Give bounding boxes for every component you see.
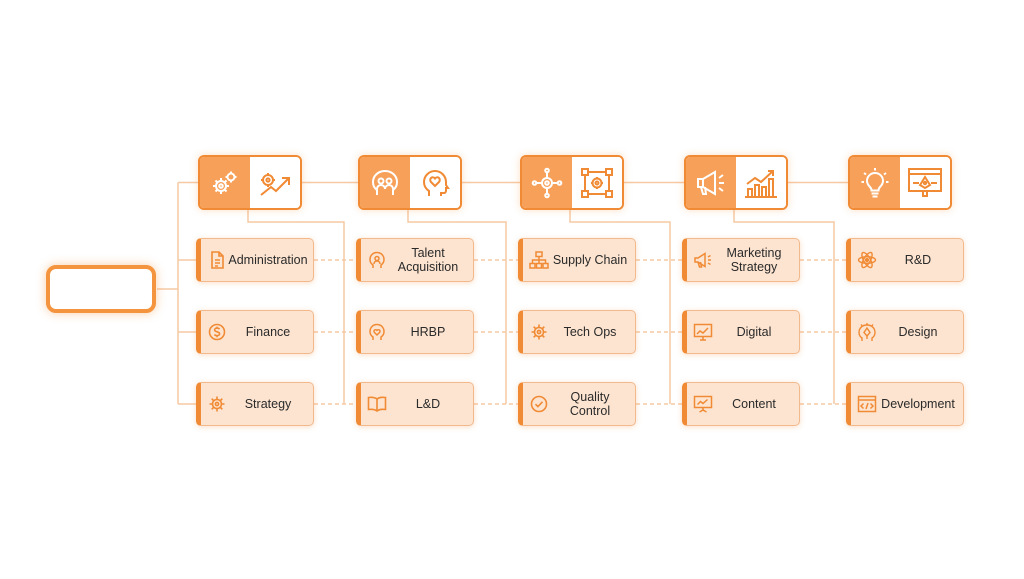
gears-icon <box>200 157 250 208</box>
card-finance[interactable]: Finance <box>196 310 314 354</box>
people-in-head-icon <box>360 157 410 208</box>
code-window-icon <box>857 394 877 414</box>
column-1-header <box>198 155 302 210</box>
card-r-and-d[interactable]: R&D <box>846 238 964 282</box>
lightbulb-icon <box>850 157 900 208</box>
card-administration[interactable]: Administration <box>196 238 314 282</box>
card-label: Finance <box>245 325 291 339</box>
presentation-icon <box>693 394 713 414</box>
card-quality-control[interactable]: Quality Control <box>518 382 636 426</box>
card-content[interactable]: Content <box>682 382 800 426</box>
gear-flow-icon <box>572 157 622 208</box>
column-4-header <box>684 155 788 210</box>
card-hrbp[interactable]: HRBP <box>356 310 474 354</box>
check-circle-icon <box>529 394 549 414</box>
head-person-icon <box>367 250 387 270</box>
card-label: Strategy <box>244 397 292 411</box>
card-talent-acquisition[interactable]: Talent Acquisition <box>356 238 474 282</box>
card-label: HRBP <box>410 325 446 339</box>
card-design[interactable]: Design <box>846 310 964 354</box>
card-label: L&D <box>415 397 441 411</box>
document-icon <box>207 250 227 270</box>
hierarchy-icon <box>529 250 549 270</box>
card-label: Talent Acquisition <box>397 246 459 274</box>
card-tech-ops[interactable]: Tech Ops <box>518 310 636 354</box>
dollar-coin-icon <box>207 322 227 342</box>
card-label: Marketing Strategy <box>726 246 782 274</box>
column-3-header <box>520 155 624 210</box>
atom-icon <box>857 250 877 270</box>
card-label: Tech Ops <box>563 325 617 339</box>
card-l-and-d[interactable]: L&D <box>356 382 474 426</box>
card-digital[interactable]: Digital <box>682 310 800 354</box>
gear-icon <box>529 322 549 342</box>
card-label: Digital <box>736 325 772 339</box>
gear-icon <box>207 394 227 414</box>
column-2-header <box>358 155 462 210</box>
column-2-trunk-line <box>247 210 345 404</box>
heart-in-head-icon <box>410 157 460 208</box>
card-label: Development <box>881 397 955 411</box>
root-node <box>46 265 156 313</box>
gear-network-icon <box>522 157 572 208</box>
gear-growth-arrow-icon <box>250 157 300 208</box>
card-development[interactable]: Development <box>846 382 964 426</box>
analytics-screen-icon <box>693 322 713 342</box>
column-3-trunk-line <box>407 210 507 404</box>
column-5-header <box>848 155 952 210</box>
pen-head-icon <box>857 322 877 342</box>
card-label: R&D <box>904 253 932 267</box>
card-label: Quality Control <box>569 390 611 418</box>
card-label: Content <box>732 397 776 411</box>
design-pen-icon <box>900 157 950 208</box>
card-supply-chain[interactable]: Supply Chain <box>518 238 636 282</box>
card-label: Supply Chain <box>552 253 628 267</box>
bar-chart-growth-icon <box>736 157 786 208</box>
heart-in-head-icon <box>367 322 387 342</box>
column-4-trunk-line <box>569 210 671 404</box>
open-book-icon <box>367 394 387 414</box>
card-marketing-strategy[interactable]: Marketing Strategy <box>682 238 800 282</box>
megaphone-icon <box>686 157 736 208</box>
column-5-trunk-line <box>733 210 835 404</box>
card-label: Administration <box>228 253 308 267</box>
card-strategy[interactable]: Strategy <box>196 382 314 426</box>
megaphone-icon <box>693 250 713 270</box>
card-label: Design <box>898 325 938 339</box>
